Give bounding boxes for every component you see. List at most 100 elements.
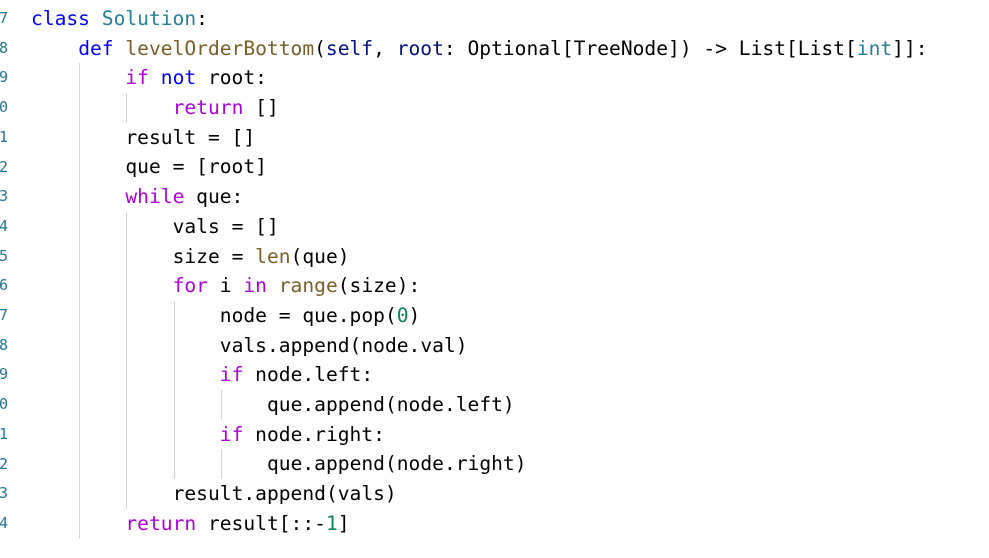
indent-guide (79, 300, 81, 331)
code-line[interactable]: return [] (31, 93, 989, 123)
code-token: while (125, 185, 185, 209)
code-line[interactable]: result.append(vals) (31, 479, 989, 509)
code-line[interactable]: result = [] (31, 122, 989, 153)
indent-guide (126, 211, 128, 242)
code-token: return (125, 511, 197, 535)
indent-guide (173, 449, 175, 479)
line-number: 0 (0, 98, 8, 117)
code-line[interactable]: que = [root] (31, 152, 989, 183)
code-token: Solution (101, 7, 197, 30)
code-token: que = [root] (125, 155, 267, 179)
line-number: 7 (0, 306, 8, 324)
indent-guide (173, 360, 175, 390)
code-token: return (172, 96, 244, 120)
indent-guide (79, 93, 81, 123)
code-token: result.append(vals) (172, 482, 397, 505)
code-line[interactable]: while que: (31, 182, 989, 212)
indent-guide (173, 330, 175, 361)
code-line[interactable]: vals = [] (31, 211, 989, 242)
code-token (90, 7, 102, 30)
indent-guide (173, 300, 175, 331)
indent-guide (126, 449, 128, 479)
line-number: 3 (0, 484, 8, 503)
code-token: for (172, 274, 208, 298)
code-token: que: (184, 185, 244, 209)
code-token: que.append(node.right) (267, 452, 527, 476)
code-token: vals.append(node.val) (219, 333, 468, 357)
indent-guide (173, 389, 175, 420)
code-token: if (219, 363, 244, 387)
code-token: : Optional[TreeNode]) -> List[List[ (443, 36, 857, 60)
indent-guide (79, 479, 81, 509)
indent-guide (220, 449, 222, 479)
code-token: ] (337, 511, 350, 535)
code-token: node.left: (243, 363, 374, 387)
indent-guide (79, 389, 81, 420)
line-number: 1 (0, 424, 8, 443)
code-line[interactable]: def levelOrderBottom(self, root: Optiona… (31, 34, 989, 64)
code-line[interactable]: if not root: (31, 63, 989, 94)
indent-guide (220, 389, 222, 420)
code-token (149, 66, 161, 89)
indent-guide (173, 419, 175, 450)
code-token: levelOrderBottom (125, 36, 315, 60)
indent-guide (126, 419, 128, 450)
code-token: ( (314, 36, 326, 60)
code-token: : (196, 7, 208, 30)
code-token: len (255, 244, 291, 268)
code-token: , (373, 36, 397, 60)
code-token: self (325, 36, 374, 60)
indent-guide (79, 271, 81, 301)
code-token: class (31, 7, 90, 30)
indent-guide (79, 330, 81, 361)
line-number: 4 (0, 216, 8, 235)
line-number: 8 (0, 38, 8, 57)
indent-guide (79, 241, 81, 272)
code-token: size = (172, 244, 256, 268)
indent-guide (79, 449, 81, 479)
code-token: (size): (337, 274, 421, 298)
code-token: int (856, 36, 893, 60)
code-line[interactable]: vals.append(node.val) (31, 330, 989, 361)
indent-guide (126, 271, 128, 301)
indent-guide (79, 211, 81, 242)
code-line[interactable]: return result[::-1] (31, 508, 989, 539)
code-line[interactable]: for i in range(size): (31, 271, 989, 301)
line-number: 6 (0, 276, 8, 295)
code-line[interactable]: class Solution: (31, 4, 989, 34)
line-number: 2 (0, 157, 8, 176)
line-number: 8 (0, 335, 8, 354)
code-token: node = que.pop( (219, 303, 397, 327)
code-line[interactable]: que.append(node.right) (31, 449, 989, 479)
line-number: 0 (0, 395, 8, 414)
indent-guide (79, 508, 81, 539)
indent-guide (79, 152, 81, 183)
code-line[interactable]: if node.left: (31, 360, 989, 390)
code-line[interactable]: size = len(que) (31, 241, 989, 272)
code-line[interactable]: node = que.pop(0) (31, 300, 989, 331)
code-area[interactable]: class Solution:def levelOrderBottom(self… (31, 4, 989, 539)
code-token (267, 274, 279, 297)
code-token: 1 (325, 511, 338, 535)
indent-guide (79, 419, 81, 450)
code-token: if (125, 66, 149, 90)
line-number: 3 (0, 187, 8, 206)
indent-guide (126, 360, 128, 390)
code-token (114, 37, 126, 60)
indent-guide (79, 360, 81, 390)
indent-guide (126, 241, 128, 272)
indent-guide (79, 63, 81, 94)
code-token: [] (243, 96, 279, 120)
code-token: que.append(node.left) (267, 392, 515, 416)
indent-guide (126, 330, 128, 361)
code-line[interactable]: que.append(node.left) (31, 389, 989, 420)
code-line[interactable]: if node.right: (31, 419, 989, 450)
indent-guide (126, 93, 128, 123)
line-number: 7 (0, 9, 8, 27)
code-token: ) (408, 303, 421, 327)
code-token: not (160, 66, 197, 90)
line-number: 4 (0, 513, 8, 532)
line-number: 2 (0, 454, 8, 473)
